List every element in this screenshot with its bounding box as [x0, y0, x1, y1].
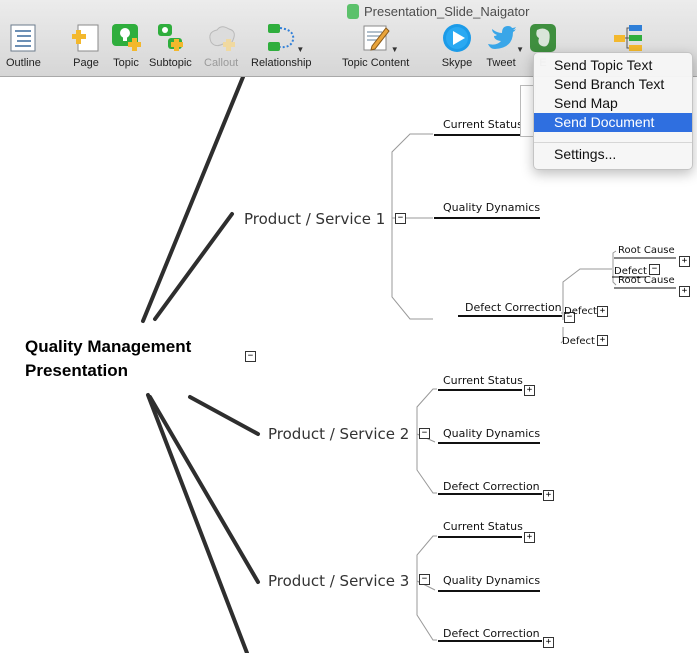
outline-button[interactable]: Outline [6, 22, 41, 69]
evernote-send-menu: Send Topic Text Send Branch Text Send Ma… [533, 52, 693, 170]
central-collapse-toggle[interactable]: − [245, 351, 256, 362]
skype-icon [441, 22, 473, 54]
tweet-label: Tweet [486, 57, 516, 69]
topic-icon [110, 22, 142, 54]
relationship-dropdown-icon: ▼ [296, 45, 305, 54]
branch-line-ps1 [153, 212, 234, 321]
central-topic-line1: Quality Management [25, 337, 192, 356]
defect-1-toggle[interactable]: − [649, 264, 660, 275]
twitter-icon: ▼ [485, 22, 524, 54]
page-icon [70, 22, 102, 54]
main-topic-ps3[interactable]: Product / Service 3 [268, 572, 410, 590]
map-structure-button[interactable] [612, 22, 644, 57]
ps1-current-status[interactable]: Current Status [443, 118, 523, 131]
ps3-defect-correction-toggle[interactable]: + [543, 637, 554, 648]
skype-label: Skype [441, 57, 473, 69]
ps2-current-status-toggle[interactable]: + [524, 385, 535, 396]
ps3-defect-correction[interactable]: Defect Correction [443, 627, 540, 640]
root-cause-1[interactable]: Root Cause [618, 245, 675, 256]
defect-3-toggle[interactable]: + [597, 335, 608, 346]
topic-label: Topic [113, 57, 139, 69]
topic-content-icon: ▼ [360, 22, 399, 54]
topic-button[interactable]: Topic [110, 22, 142, 69]
menu-settings[interactable]: Settings... [554, 146, 617, 162]
ps1-collapse-toggle[interactable]: − [395, 213, 406, 224]
central-topic-line2: Presentation [25, 361, 128, 380]
ps3-current-status[interactable]: Current Status [443, 520, 523, 533]
root-cause-2-toggle[interactable]: + [679, 286, 690, 297]
root-cause-2[interactable]: Root Cause [618, 275, 675, 286]
ps1-defect-correction[interactable]: Defect Correction [465, 301, 562, 314]
topic-content-button[interactable]: ▼ Topic Content [342, 22, 409, 69]
ps1-defect-correction-toggle[interactable]: − [564, 312, 575, 323]
callout-button[interactable]: Callout [204, 22, 238, 69]
relationship-label: Relationship [251, 57, 312, 69]
ps2-current-status[interactable]: Current Status [443, 374, 523, 387]
ps3-collapse-toggle[interactable]: − [419, 574, 430, 585]
ps2-defect-correction[interactable]: Defect Correction [443, 480, 540, 493]
menu-send-topic-text[interactable]: Send Topic Text [554, 57, 653, 73]
document-icon [347, 4, 359, 19]
relationship-button[interactable]: ▼ Relationship [251, 22, 312, 69]
subtopic-label: Subtopic [149, 57, 192, 69]
menu-send-map[interactable]: Send Map [554, 95, 618, 111]
defect-2[interactable]: Defect [564, 306, 597, 317]
ps2-quality-dynamics[interactable]: Quality Dynamics [443, 427, 541, 440]
relationship-icon: ▼ [265, 22, 304, 54]
branch-line-ps2 [188, 395, 260, 436]
outline-label: Outline [6, 57, 41, 69]
menu-separator [534, 142, 692, 143]
tweet-button[interactable]: ▼ Tweet [485, 22, 524, 69]
defect-1[interactable]: Defect [614, 266, 647, 277]
tweet-dropdown-icon: ▼ [516, 45, 524, 54]
menu-send-branch-text[interactable]: Send Branch Text [554, 76, 665, 92]
mindmap-connectors [141, 77, 676, 653]
toolbar: Presentation_Slide_Naigator Outline Page… [0, 0, 697, 77]
mindmap-canvas[interactable]: Quality Management Presentation − Produc… [0, 77, 697, 653]
outline-icon [7, 22, 39, 54]
evernote-icon [527, 22, 559, 54]
window-title: Presentation_Slide_Naigator [347, 4, 530, 19]
branch-line-ps3 [148, 395, 260, 584]
main-topic-ps2[interactable]: Product / Service 2 [268, 425, 410, 443]
skype-button[interactable]: Skype [441, 22, 473, 69]
branch-line-top-off-canvas [141, 77, 245, 323]
subtopic-button[interactable]: Subtopic [149, 22, 192, 69]
ps1-quality-dynamics[interactable]: Quality Dynamics [443, 201, 541, 214]
map-structure-icon [612, 22, 644, 54]
page-label: Page [73, 57, 99, 69]
ps2-defect-correction-toggle[interactable]: + [543, 490, 554, 501]
window-title-text: Presentation_Slide_Naigator [364, 4, 530, 19]
central-topic[interactable]: Quality Management Presentation [25, 335, 191, 383]
defect-2-toggle[interactable]: + [597, 306, 608, 317]
topic-content-label: Topic Content [342, 57, 410, 69]
subtopic-icon [154, 22, 186, 54]
ps3-quality-dynamics[interactable]: Quality Dynamics [443, 574, 541, 587]
ps3-current-status-toggle[interactable]: + [524, 532, 535, 543]
callout-label: Callout [204, 57, 239, 69]
topic-content-dropdown-icon: ▼ [390, 45, 399, 54]
root-cause-1-toggle[interactable]: + [679, 256, 690, 267]
ps2-collapse-toggle[interactable]: − [419, 428, 430, 439]
main-topic-ps1[interactable]: Product / Service 1 [244, 210, 386, 228]
defect-3[interactable]: Defect [562, 336, 595, 347]
callout-icon [205, 22, 237, 54]
menu-send-document[interactable]: Send Document [534, 113, 692, 132]
branch-line-bottom-off-canvas [146, 393, 249, 653]
page-button[interactable]: Page [70, 22, 102, 69]
